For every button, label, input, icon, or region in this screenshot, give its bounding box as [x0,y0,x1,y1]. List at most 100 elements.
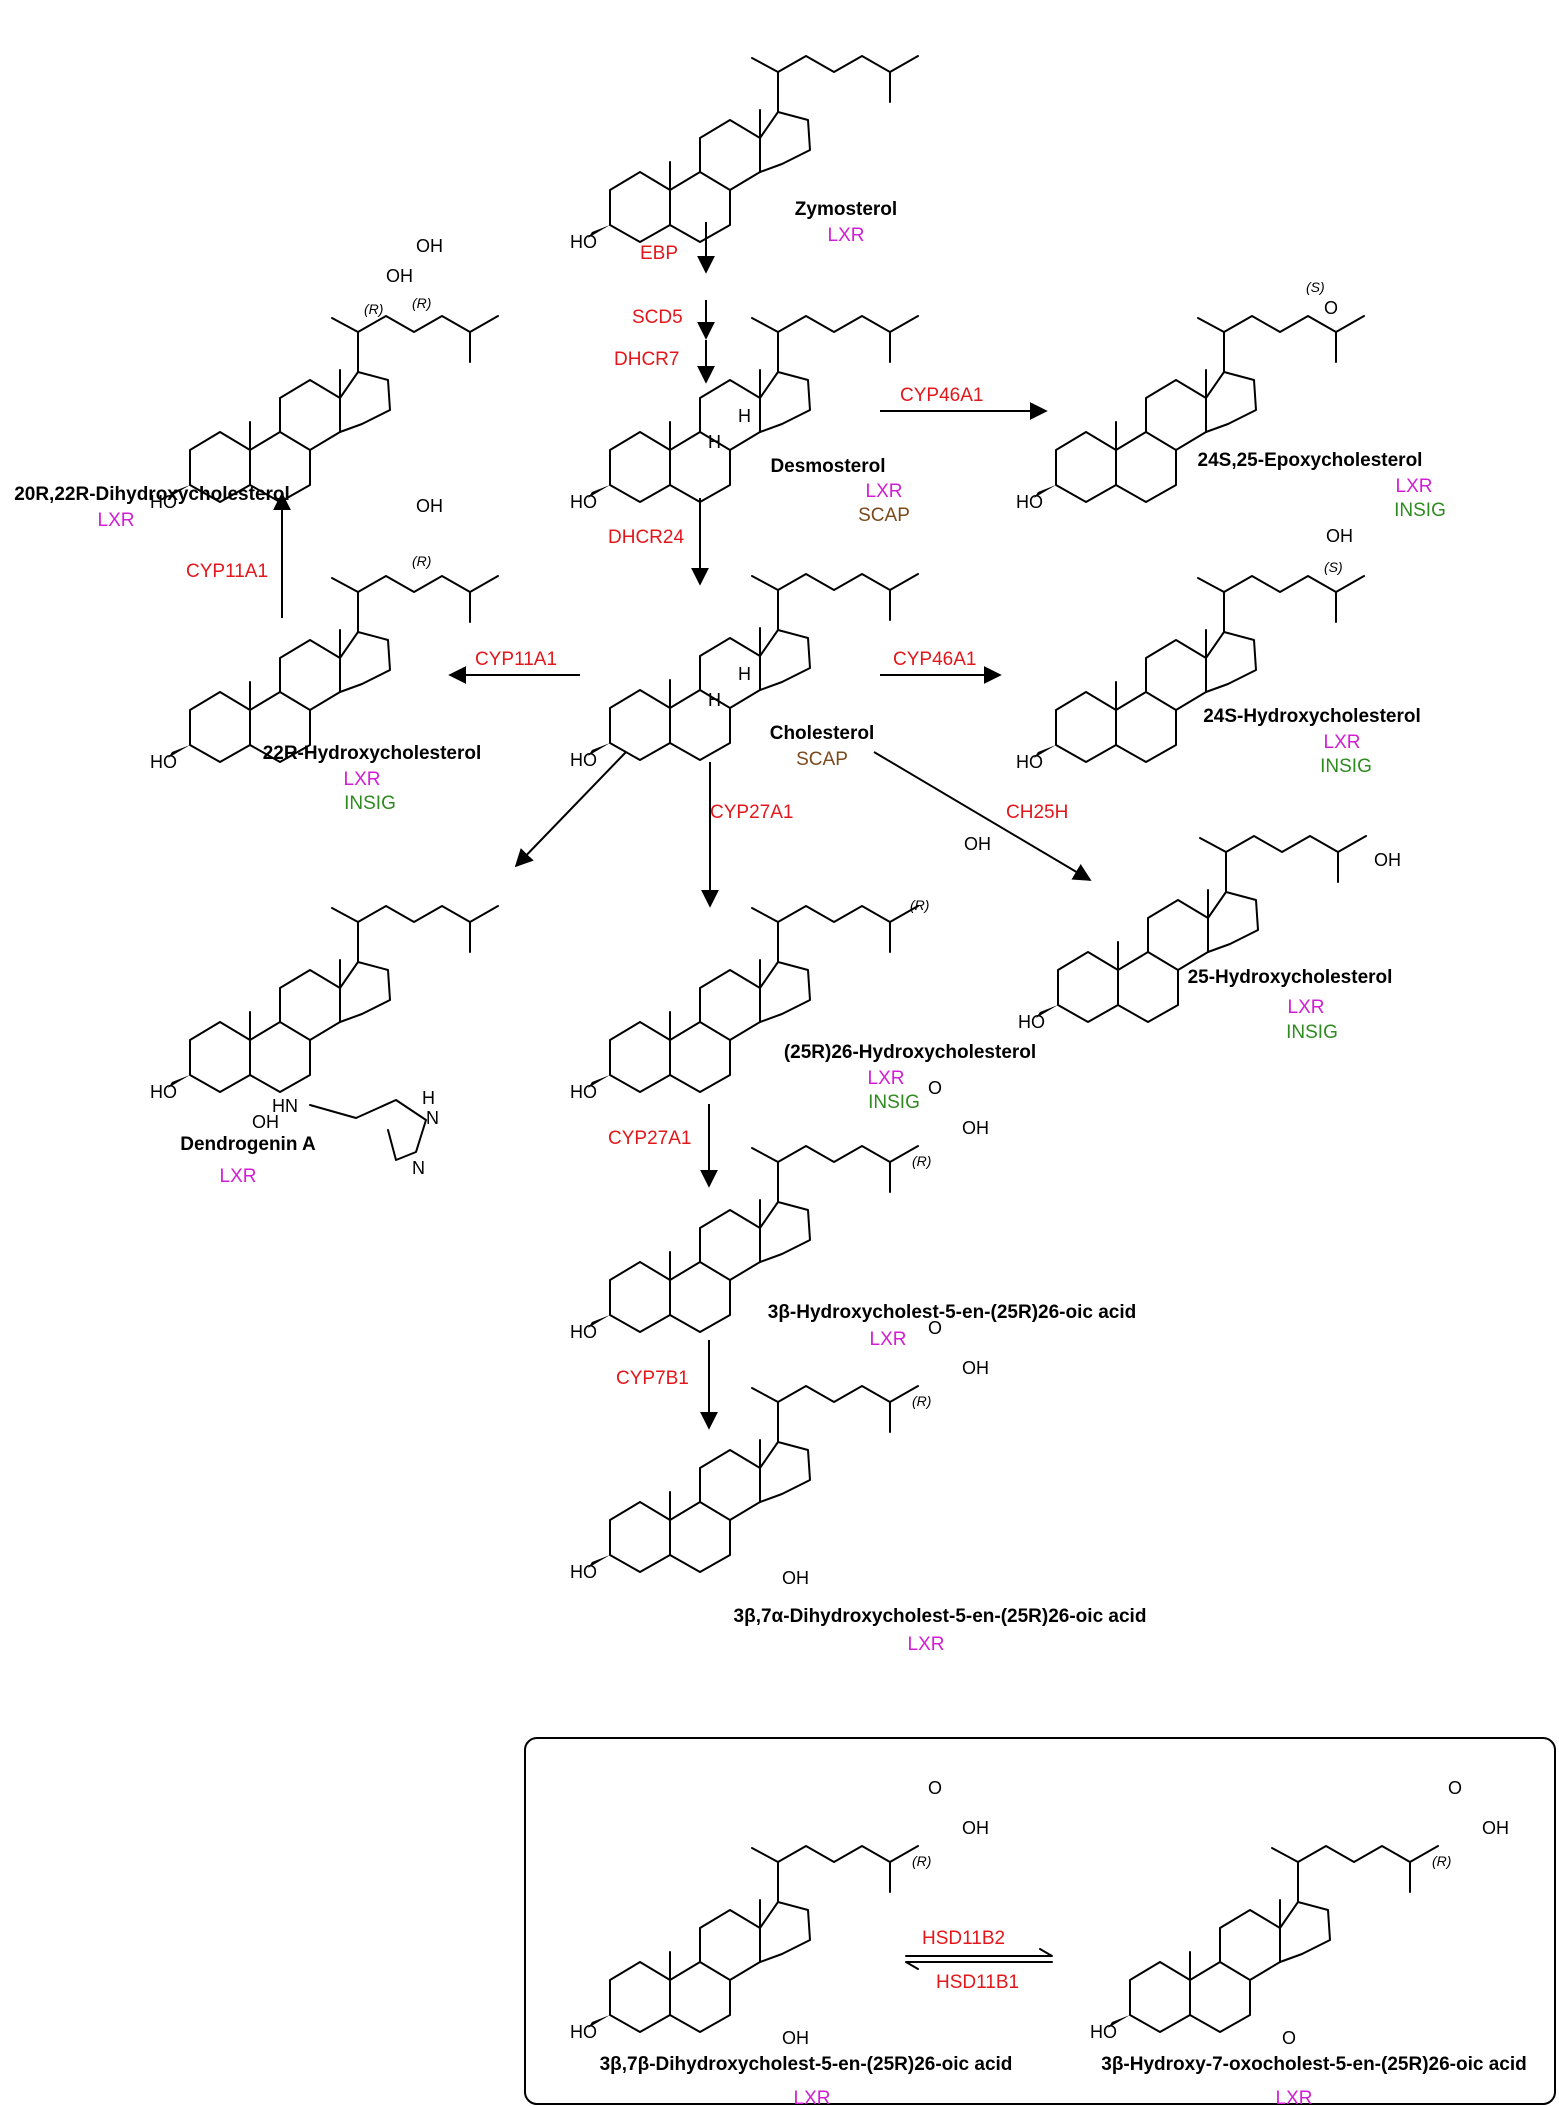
equilibrium-box [524,1737,1556,2105]
enzyme-cyp11a1-b: CYP11A1 [475,649,557,670]
molecule-labels: Zymosterol LXR Desmosterol LXR SCAP Chol… [14,199,1527,2106]
svg-text:HO: HO [1016,752,1043,772]
svg-text:HO: HO [1018,1012,1045,1032]
equilibrium-arrow-reverse-icon [905,1961,1053,1970]
svg-text:OH: OH [1326,526,1353,546]
tag-oh22-1: INSIG [344,793,396,814]
enzyme-labels: EBP SCD5 DHCR7 DHCR24 CYP46A1 CYP46A1 CY… [186,243,1068,1993]
svg-text:H: H [738,406,751,426]
svg-text:(R): (R) [910,897,929,913]
structure-cholesterol: HO H H [570,573,919,770]
svg-text:N: N [412,1158,425,1178]
svg-text:HO: HO [150,752,177,772]
svg-text:H: H [708,690,721,710]
equilibrium-arrow-icon [905,1948,1053,1957]
enzyme-cyp27a1-a: CYP27A1 [710,802,793,823]
name-oh26: (25R)26-Hydroxycholesterol [784,1042,1036,1063]
name-desmosterol: Desmosterol [770,456,885,477]
svg-text:O: O [1324,298,1338,318]
tag-oh24-0: LXR [1324,732,1361,753]
svg-text:HO: HO [570,750,597,770]
svg-text:O: O [928,1078,942,1098]
arrow-dendrogenin [514,751,627,868]
svg-text:OH: OH [782,1568,809,1588]
name-dihydroxy2022: 20R,22R-Dihydroxycholesterol [14,484,290,505]
svg-text:HO: HO [150,1082,177,1102]
svg-text:OH: OH [416,496,443,516]
structure-37b-acid: HO OH OH O (R) [570,1778,989,2048]
svg-text:H: H [738,664,751,684]
svg-text:OH: OH [962,1118,989,1138]
tag-acid37a-0: LXR [908,1634,945,1655]
svg-text:(S): (S) [1324,559,1343,575]
enzyme-ch25h: CH25H [1006,802,1068,823]
tag-oh25-1: INSIG [1286,1022,1338,1043]
svg-text:OH: OH [962,1818,989,1838]
enzyme-scd5: SCD5 [632,307,683,328]
name-acid3b: 3β-Hydroxycholest-5-en-(25R)26-oic acid [768,1302,1136,1323]
name-oh24: 24S-Hydroxycholesterol [1203,706,1421,727]
tag-desmosterol-0: LXR [866,481,903,502]
tag-desmosterol-1: SCAP [858,505,910,526]
enzyme-dhcr7: DHCR7 [614,349,679,370]
structure-zymosterol: HO [570,55,919,252]
svg-text:HO: HO [570,232,597,252]
svg-text:(R): (R) [912,1153,931,1169]
svg-text:(R): (R) [912,1393,931,1409]
enzyme-cyp11a1-a: CYP11A1 [186,561,268,582]
svg-text:OH: OH [386,266,413,286]
svg-text:(R): (R) [412,295,431,311]
tag-oh26-0: LXR [868,1068,905,1089]
tag-acid7oxo-0: LXR [1276,2088,1313,2106]
svg-text:HO: HO [150,492,177,512]
structure-37a-acid: HO OH OH O (R) [570,1318,989,1588]
name-cholesterol: Cholesterol [770,723,875,744]
svg-text:(R): (R) [412,553,431,569]
svg-text:OH: OH [252,1112,279,1132]
structure-22r-hydroxycholesterol: HO OH (R) [150,496,499,772]
enzyme-cyp7b1: CYP7B1 [616,1368,689,1389]
name-epoxy: 24S,25-Epoxycholesterol [1198,450,1423,471]
name-oh25: 25-Hydroxycholesterol [1188,967,1393,988]
enzyme-cyp27a1-b: CYP27A1 [608,1128,691,1149]
structure-epoxy: HO O (S) [1016,279,1365,512]
svg-text:OH: OH [782,2028,809,2048]
tag-oh26-1: INSIG [868,1092,920,1113]
svg-text:HO: HO [1016,492,1043,512]
name-zymosterol: Zymosterol [795,199,897,220]
tag-epoxy-0: LXR [1396,476,1433,497]
svg-text:HO: HO [570,492,597,512]
svg-text:H: H [708,432,721,452]
tag-acid3b-0: LXR [870,1329,907,1350]
svg-text:O: O [1448,1778,1462,1798]
structure-26-hydroxycholesterol: HO OH (R) [570,834,991,1102]
tag-dihydroxy2022-0: LXR [98,510,135,531]
svg-text:HN: HN [272,1096,298,1116]
svg-text:(S): (S) [1306,279,1325,295]
tag-dendrogenin-0: LXR [220,1166,257,1187]
enzyme-hsd11b1: HSD11B1 [936,1972,1019,1993]
name-dendrogenin: Dendrogenin A [180,1134,316,1155]
svg-text:H: H [422,1088,435,1108]
svg-text:OH: OH [416,236,443,256]
svg-text:(R): (R) [364,301,383,317]
svg-text:N: N [426,1108,439,1128]
svg-text:(R): (R) [1432,1853,1451,1869]
svg-text:HO: HO [570,2022,597,2042]
tag-zymosterol-0: LXR [828,225,865,246]
enzyme-cyp46a1-epoxy: CYP46A1 [900,385,983,406]
svg-text:O: O [928,1778,942,1798]
svg-text:O: O [1282,2028,1296,2048]
reaction-arrows [273,222,1092,1970]
svg-text:OH: OH [964,834,991,854]
enzyme-cyp46a1-oh: CYP46A1 [893,649,976,670]
structure-desmosterol: HO H H [570,315,919,512]
tag-oh24-1: INSIG [1320,756,1372,777]
name-acid7oxo: 3β-Hydroxy-7-oxocholest-5-en-(25R)26-oic… [1101,2054,1526,2075]
tag-oh25-0: LXR [1288,997,1325,1018]
structure-25-hydroxycholesterol: HO OH [1018,835,1401,1032]
structure-3b-acid: HO OH O (R) [570,1078,989,1342]
svg-text:HO: HO [570,1322,597,1342]
tag-oh22-0: LXR [344,769,381,790]
